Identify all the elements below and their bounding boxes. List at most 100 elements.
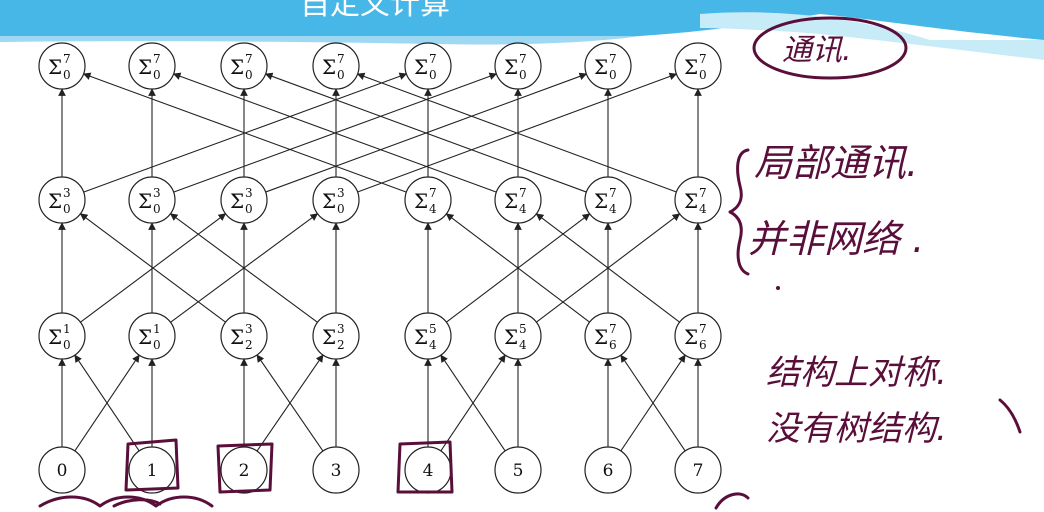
node-circle [312, 42, 360, 90]
bottom-scribble [38, 495, 214, 508]
node-sub: 0 [63, 68, 71, 82]
node-sub: 0 [337, 202, 345, 216]
node-circle [404, 42, 452, 90]
node-circle [220, 176, 268, 224]
circled-note: 通讯. [782, 33, 852, 68]
node-sup: 3 [63, 186, 71, 200]
node-sigma: Σ [48, 189, 62, 213]
edge-cross [356, 72, 677, 193]
note-symmetric: 结构上对称. [766, 353, 947, 393]
node-sub: 0 [153, 68, 161, 82]
node-sigma: Σ [230, 55, 244, 79]
node-circle [494, 312, 542, 360]
highlight-box-2 [216, 442, 274, 494]
network-edges [58, 72, 702, 452]
node-sup: 7 [699, 322, 707, 336]
node-sub: 0 [245, 68, 253, 82]
node-sup: 3 [153, 186, 161, 200]
node-circle [674, 312, 722, 360]
edge-cross [169, 213, 318, 323]
node-sup: 7 [699, 52, 707, 66]
node-sigma: Σ [504, 189, 518, 213]
node-sup: 1 [63, 322, 71, 336]
node-label: 5 [513, 461, 524, 481]
edge-cross [74, 354, 140, 452]
node-sigma: Σ [322, 189, 336, 213]
node-circle [494, 176, 542, 224]
node-level-0-3: 3 [312, 446, 360, 494]
node-circle [674, 42, 722, 90]
node-sub: 0 [429, 68, 437, 82]
node-sup: 3 [245, 322, 253, 336]
node-sigma: Σ [138, 325, 152, 349]
node-sub: 4 [519, 338, 527, 352]
node-circle [584, 176, 632, 224]
node-sigma: Σ [230, 325, 244, 349]
node-circle [220, 312, 268, 360]
node-label: 4 [423, 461, 434, 481]
node-sigma: Σ [594, 325, 608, 349]
node-sub: 2 [245, 338, 253, 352]
node-circle [38, 446, 86, 494]
node-sigma: Σ [684, 325, 698, 349]
node-sigma: Σ [414, 55, 428, 79]
node-sub: 0 [63, 338, 71, 352]
node-sup: 7 [429, 52, 437, 66]
node-level-0-7: 7 [674, 446, 722, 494]
node-label: 2 [239, 461, 250, 481]
note-no-tree: 没有树结构. [766, 409, 947, 449]
edge-cross [445, 213, 590, 323]
node-sub: 0 [245, 202, 253, 216]
node-label: 3 [331, 461, 342, 481]
node-sigma: Σ [48, 325, 62, 349]
edge-cross [82, 72, 407, 193]
edge-cross [264, 72, 587, 193]
ink-stroke [998, 398, 1022, 434]
node-circle [494, 446, 542, 494]
bottom-stroke-1 [112, 498, 162, 508]
edge-cross [256, 354, 324, 452]
node-sigma: Σ [594, 189, 608, 213]
node-label: 1 [147, 461, 158, 481]
node-circle [128, 312, 176, 360]
node-circle [128, 446, 176, 494]
node-sup: 7 [609, 322, 617, 336]
note-not-network: 并非网络 . [748, 217, 924, 261]
node-circle [312, 312, 360, 360]
node-level-0-2: 2 [220, 446, 268, 494]
node-sigma: Σ [48, 55, 62, 79]
node-sigma: Σ [684, 55, 698, 79]
node-level-0-4: 4 [404, 446, 452, 494]
node-sup: 1 [153, 322, 161, 336]
node-sigma: Σ [684, 189, 698, 213]
edge-cross [440, 354, 506, 452]
node-sub: 4 [699, 202, 707, 216]
node-circle [220, 446, 268, 494]
handwritten-annotations: 通讯. 局部通讯. 并非网络 . 结构上对称. 没有树结构. [38, 16, 1022, 510]
node-sup: 3 [245, 186, 253, 200]
node-sub: 0 [699, 68, 707, 82]
node-level-0-0: 0 [38, 446, 86, 494]
node-sup: 7 [699, 186, 707, 200]
node-circle [128, 176, 176, 224]
node-label: 0 [57, 461, 68, 481]
node-sigma: Σ [138, 189, 152, 213]
node-sup: 5 [519, 322, 527, 336]
curly-brace [728, 148, 750, 276]
node-circle [128, 42, 176, 90]
node-circle [584, 446, 632, 494]
node-sigma: Σ [322, 55, 336, 79]
